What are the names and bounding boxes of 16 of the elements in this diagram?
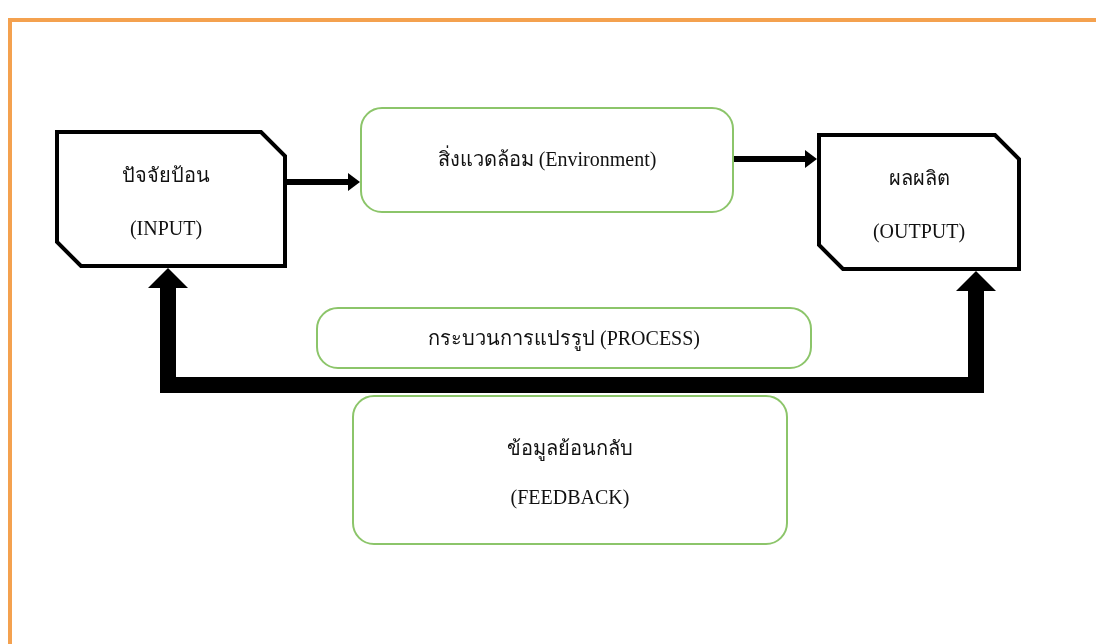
process-box [55, 130, 287, 268]
rounded-box [360, 107, 734, 213]
process-box [817, 133, 1021, 271]
node-label: (OUTPUT) [872, 219, 966, 243]
rounded-box [316, 307, 812, 369]
node-label: ปัจจัยป้อน [122, 162, 210, 188]
node-label: สิ่งแวดล้อม (Environment) [437, 143, 657, 175]
node-label: (FEEDBACK) [510, 485, 630, 509]
node-label: ข้อมูลย้อนกลับ [507, 435, 633, 463]
node-label: กระบวนการแปรรูป (PROCESS) [428, 326, 700, 353]
node-label: (INPUT) [129, 216, 203, 240]
node-label: ผลผลิต [888, 165, 950, 191]
arrow [287, 173, 360, 191]
arrow [734, 150, 817, 168]
arrow [148, 268, 996, 393]
rounded-box [352, 395, 788, 545]
